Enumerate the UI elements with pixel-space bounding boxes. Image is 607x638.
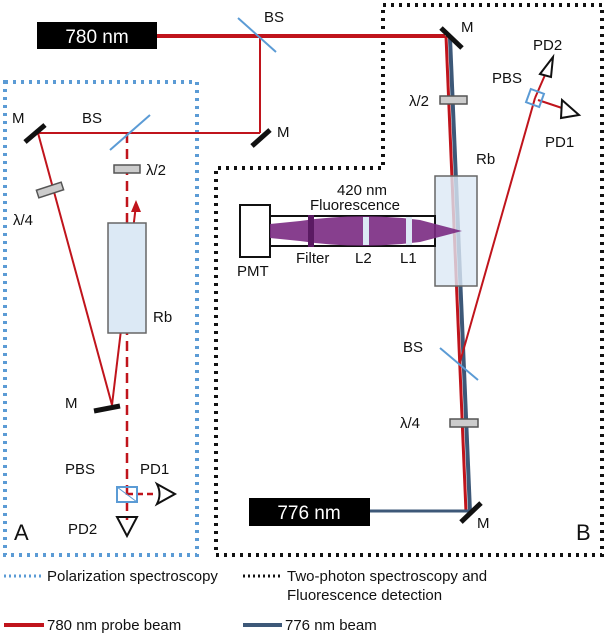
probe-beam-left-down xyxy=(37,132,113,406)
probe-reflected-to-pbs xyxy=(459,97,536,363)
pd2-a-label: PD2 xyxy=(68,521,97,538)
polarization-spectroscopy-box xyxy=(3,80,199,557)
mirror-a-bottom xyxy=(93,403,121,414)
quarter-wave-a-label: λ/4 xyxy=(13,212,33,229)
mirror-b-bottom xyxy=(459,501,483,524)
half-wave-plate-a xyxy=(113,164,141,174)
half-wave-plate-b xyxy=(439,95,468,105)
quarter-wave-plate-a xyxy=(35,181,65,199)
mirror-right-top-path xyxy=(250,128,272,148)
laser-776nm xyxy=(249,498,370,526)
photodiode-pd1-b xyxy=(559,97,582,120)
mirror-b-top-label: M xyxy=(461,19,474,36)
legend-two-photon-1: Two-photon spectroscopy and xyxy=(287,568,487,585)
rb-cell-a xyxy=(107,222,147,334)
lens-l2 xyxy=(363,217,369,245)
filter-label: Filter xyxy=(296,250,329,267)
bs-top-label: BS xyxy=(264,9,284,26)
section-b-tag: B xyxy=(576,520,591,545)
bs-b-label: BS xyxy=(403,339,423,356)
pd1-a-label: PD1 xyxy=(140,461,169,478)
bs-a-label: BS xyxy=(82,110,102,127)
beam-splitter-b xyxy=(439,347,479,381)
photodiode-pd1-a xyxy=(154,481,178,507)
pbs-b xyxy=(524,87,546,109)
lens-l1 xyxy=(406,217,412,245)
legend-pump-beam: 776 nm beam xyxy=(285,617,377,634)
pbs-a-label: PBS xyxy=(65,461,95,478)
mirror-b-top xyxy=(439,26,464,50)
lens-l1-label: L1 xyxy=(400,250,417,267)
quarter-wave-plate-b xyxy=(449,418,479,428)
half-wave-a-label: λ/2 xyxy=(146,162,166,179)
arrow-head xyxy=(131,200,141,212)
legend-polarization: Polarization spectroscopy xyxy=(47,568,218,585)
quarter-wave-b-label: λ/4 xyxy=(400,415,420,432)
laser-780nm-label: 780 nm xyxy=(65,27,128,48)
rb-cell-a-label: Rb xyxy=(153,309,172,326)
laser-780nm xyxy=(37,22,157,49)
pbs-a xyxy=(116,486,138,503)
pbs-a-diagonal xyxy=(116,486,138,503)
probe-to-pd2 xyxy=(534,74,546,99)
pmt-label: PMT xyxy=(237,263,269,280)
half-wave-b-label: λ/2 xyxy=(409,93,429,110)
pd2-b-label: PD2 xyxy=(533,37,562,54)
laser-776nm-label: 776 nm xyxy=(277,503,340,524)
photodiode-pd2-a xyxy=(115,516,139,539)
pd1-b-label: PD1 xyxy=(545,134,574,151)
two-photon-box xyxy=(214,3,604,557)
mirror-a-bottom-label: M xyxy=(65,395,78,412)
mirror-a-top-left-label: M xyxy=(12,110,25,127)
beam-splitter-top xyxy=(237,17,277,53)
section-a-tag: A xyxy=(14,520,29,545)
mirror-b-bottom-label: M xyxy=(477,515,490,532)
photodiode-pd2-b xyxy=(538,53,555,79)
pmt xyxy=(239,204,271,258)
mirror-a-top-left xyxy=(23,123,47,144)
mirror-right-label: M xyxy=(277,124,290,141)
legend-probe-beam: 780 nm probe beam xyxy=(47,617,181,634)
rb-cell-b-label: Rb xyxy=(476,151,495,168)
pbs-b-label: PBS xyxy=(492,70,522,87)
fluorescence-label-1: 420 nm xyxy=(337,182,387,199)
filter xyxy=(308,215,314,247)
fluorescence-label-2: Fluorescence xyxy=(310,197,400,214)
lens-l2-label: L2 xyxy=(355,250,372,267)
beam-splitter-a xyxy=(109,114,151,151)
legend-two-photon-2: Fluorescence detection xyxy=(287,587,442,604)
